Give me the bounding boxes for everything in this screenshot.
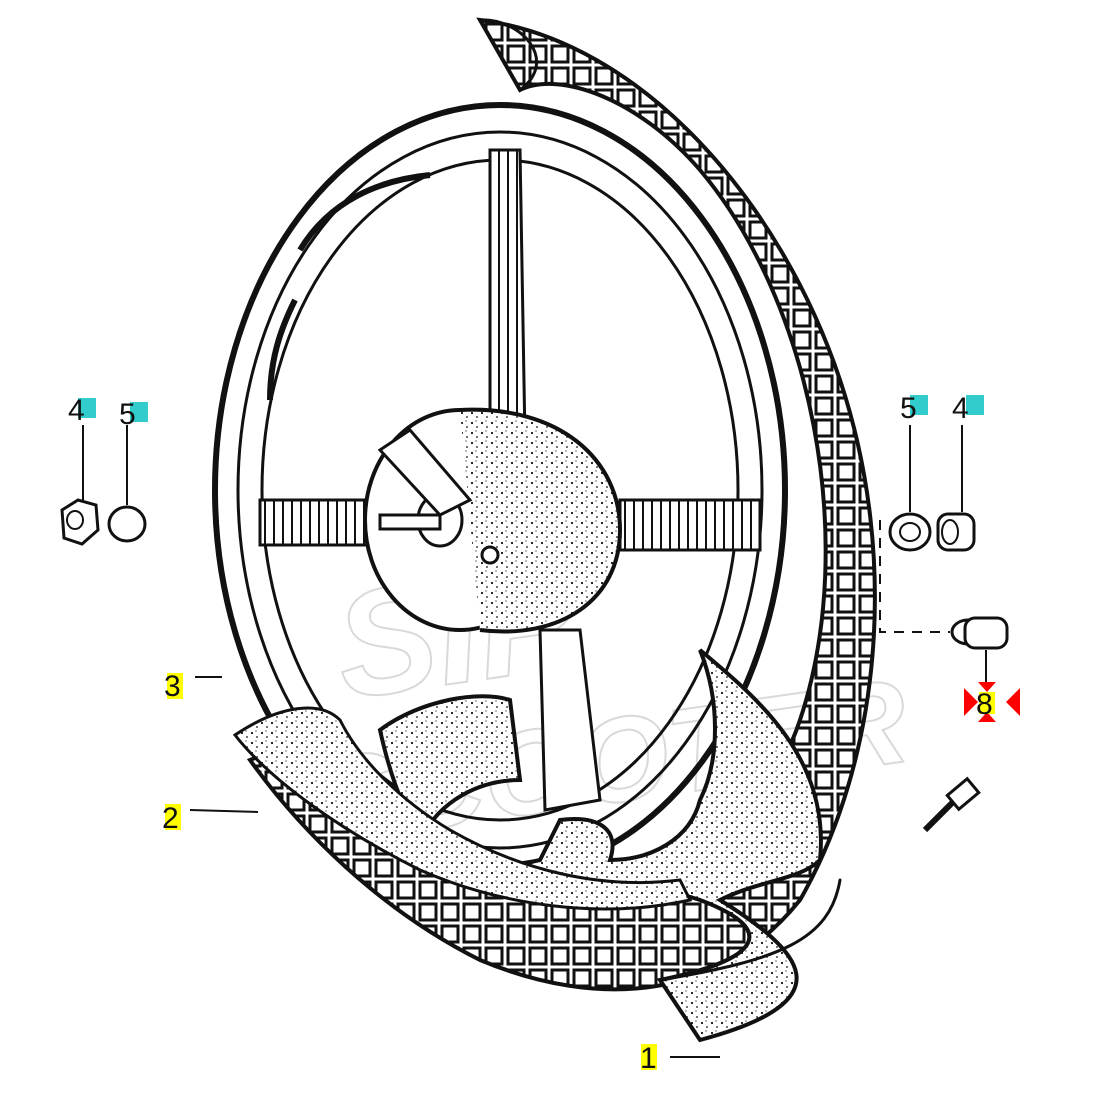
callout-5-right-label: 5 <box>900 392 917 425</box>
callout-1: 1 <box>640 1042 657 1075</box>
leader-lines <box>82 425 987 1058</box>
right-bearing <box>888 512 932 552</box>
callout-4-right-label: 4 <box>952 392 969 425</box>
left-washer <box>107 505 147 543</box>
callout-5-left: 5 <box>119 398 148 431</box>
callout-2-label: 2 <box>162 802 179 835</box>
left-nut <box>60 498 100 546</box>
callout-4-right: 4 <box>952 392 984 425</box>
rim-tape <box>232 706 693 911</box>
callout-2: 2 <box>162 802 181 835</box>
callout-1-label: 1 <box>640 1042 657 1075</box>
callout-4-left-label: 4 <box>68 394 85 427</box>
assembly-line <box>879 520 950 633</box>
spacer-bushing <box>950 616 1009 650</box>
callout-5-left-label: 5 <box>119 398 136 431</box>
tube-valve <box>922 776 981 833</box>
callout-4-left: 4 <box>68 394 96 427</box>
callout-3: 3 <box>164 670 183 703</box>
brake-drum-hub <box>363 407 623 634</box>
right-nut <box>936 512 976 552</box>
callout-8-label: 8 <box>976 688 993 721</box>
callout-5-right: 5 <box>900 392 928 425</box>
tyre <box>246 17 877 992</box>
rim <box>212 102 788 878</box>
callout-3-label: 3 <box>164 670 181 703</box>
callout-8: 8 <box>964 682 1020 722</box>
